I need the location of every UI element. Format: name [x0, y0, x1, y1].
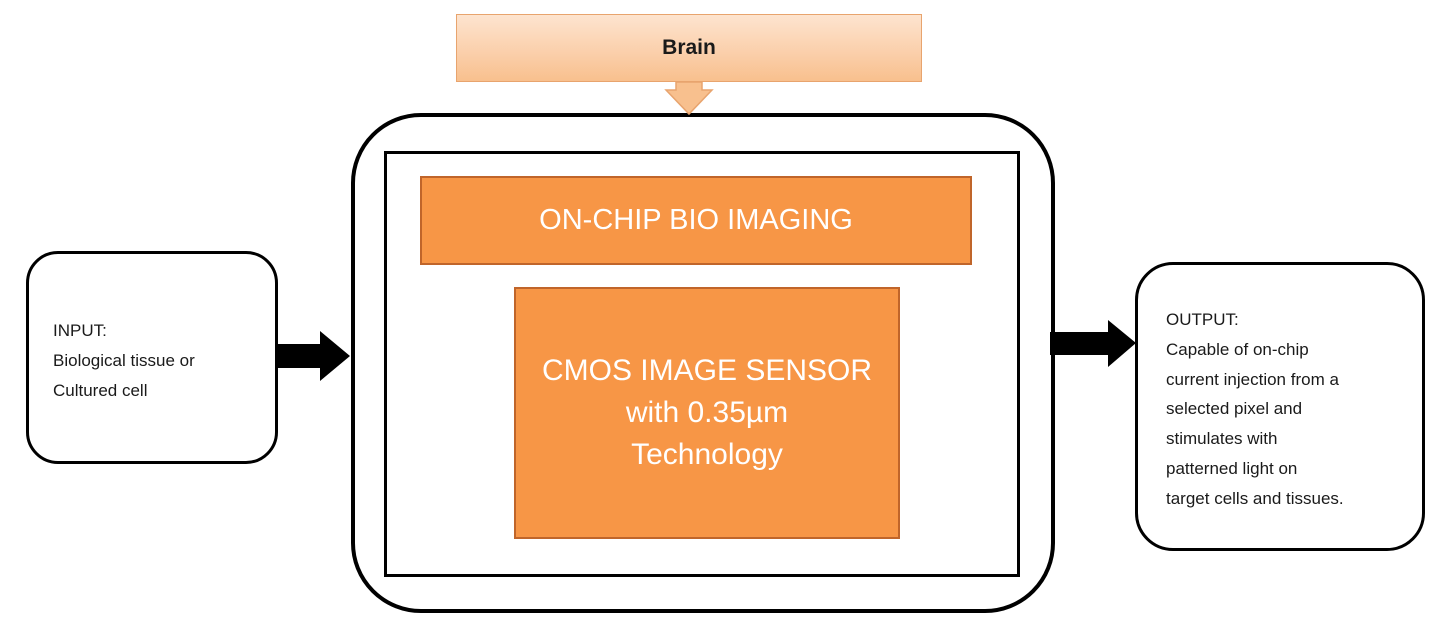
bio-imaging-block: ON-CHIP BIO IMAGING — [420, 176, 972, 265]
sensor-line-2: with 0.35µm — [625, 396, 789, 429]
cmos-sensor-block: CMOS IMAGE SENSOR with 0.35µm Technology — [514, 287, 900, 539]
input-box: INPUT: Biological tissue or Cultured cel… — [26, 251, 278, 464]
bio-imaging-label: ON-CHIP BIO IMAGING — [539, 204, 853, 236]
output-line: selected pixel and — [1166, 399, 1303, 419]
input-line: Biological tissue or — [53, 350, 195, 370]
brain-down-arrow — [664, 81, 714, 116]
brain-label: Brain — [662, 36, 716, 59]
output-line: Capable of on-chip — [1166, 339, 1309, 359]
input-line: Cultured cell — [53, 380, 148, 400]
output-box: OUTPUT: Capable of on-chip current injec… — [1135, 262, 1425, 551]
input-line: INPUT: — [53, 321, 107, 340]
input-arrow — [278, 331, 350, 381]
output-line: current injection from a — [1166, 369, 1339, 389]
output-line: target cells and tissues. — [1166, 488, 1344, 508]
sensor-line-1: CMOS IMAGE SENSOR — [541, 354, 873, 387]
output-line: stimulates with — [1166, 429, 1278, 448]
brain-box: Brain — [456, 14, 922, 82]
output-line: patterned light on — [1166, 458, 1298, 478]
sensor-line-3: Technology — [631, 438, 783, 471]
output-line: OUTPUT: — [1166, 310, 1239, 329]
output-arrow — [1050, 320, 1136, 367]
